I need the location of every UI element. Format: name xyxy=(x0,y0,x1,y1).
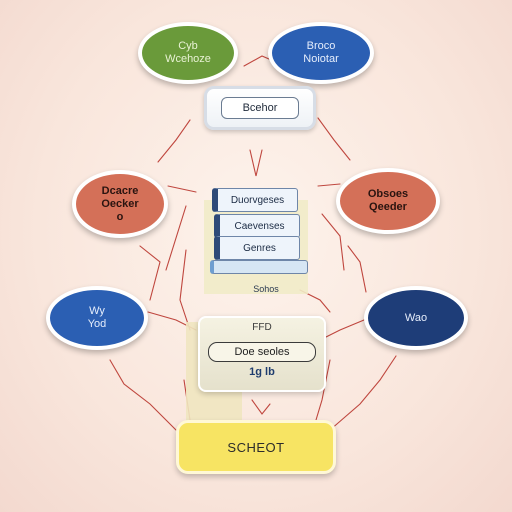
connector xyxy=(315,359,331,421)
yellow-terminal-node[interactable]: SCHEOT xyxy=(176,420,336,474)
connector xyxy=(157,119,191,163)
mid-box-pill: Doe seoles xyxy=(208,342,316,362)
connector xyxy=(317,183,341,187)
stack-card-base xyxy=(210,260,308,274)
connector xyxy=(179,249,191,331)
red-left-node-line2: Oecker xyxy=(101,197,139,210)
connector xyxy=(317,117,351,161)
connector xyxy=(167,185,197,193)
connector xyxy=(139,245,161,301)
blue-top-node-line1: Broco xyxy=(306,40,336,52)
red-right-node-line1: Obsoes xyxy=(367,188,409,200)
green-node-line2: Wcehoze xyxy=(165,53,211,65)
connector xyxy=(249,149,263,177)
top-box-label: Bcehor xyxy=(221,97,299,119)
stack-card: Caevenses xyxy=(214,214,300,238)
connector xyxy=(347,245,367,293)
connector xyxy=(323,319,365,339)
red-right-ellipse-node[interactable]: Obsoes Qeeder xyxy=(336,168,440,234)
red-left-node-line1: Dcacre xyxy=(101,184,139,197)
blue-top-ellipse-node[interactable]: Broco Noiotar xyxy=(268,22,374,84)
connector xyxy=(165,205,187,271)
blue-left-node-line2: Yod xyxy=(87,318,107,330)
stack-card: Genres xyxy=(214,236,300,260)
red-left-node-line3: o xyxy=(116,210,124,223)
navy-right-ellipse-node[interactable]: Wao xyxy=(364,286,468,350)
connector xyxy=(321,213,345,271)
connector xyxy=(329,355,397,431)
mid-box-node[interactable]: FFD Doe seoles 1g lb xyxy=(198,316,326,392)
green-ellipse-node[interactable]: Cyb Wcehoze xyxy=(138,22,238,84)
blue-left-ellipse-node[interactable]: Wy Yod xyxy=(46,286,148,350)
card-stack-node[interactable]: Duorvgeses Caevenses Genres xyxy=(210,188,310,288)
stack-card: Duorvgeses xyxy=(212,188,298,212)
mid-box-top-label: FFD xyxy=(252,322,272,333)
stack-caption: Sohos xyxy=(253,284,279,294)
blue-top-node-line2: Noiotar xyxy=(303,53,339,65)
mid-box-bottom-label: 1g lb xyxy=(249,366,275,378)
red-right-node-line2: Qeeder xyxy=(369,201,407,213)
connector xyxy=(109,359,177,431)
green-node-line1: Cyb xyxy=(178,40,198,52)
connector xyxy=(251,399,271,415)
blue-left-node-line1: Wy xyxy=(89,305,105,317)
top-box-node[interactable]: Bcehor xyxy=(204,86,316,130)
red-left-ellipse-node[interactable]: Dcacre Oecker o xyxy=(72,170,168,238)
navy-right-node-line1: Wao xyxy=(404,311,428,324)
